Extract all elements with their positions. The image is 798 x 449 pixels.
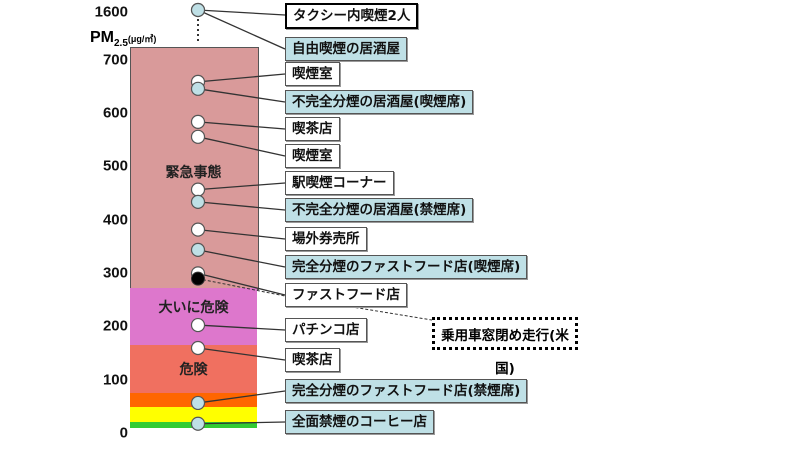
leader-line	[197, 249, 286, 268]
point-label: タクシー内喫煙2人	[285, 3, 419, 29]
leader-line	[197, 9, 286, 16]
point-label: 不完全分煙の居酒屋(禁煙席)	[285, 198, 474, 222]
leader-line	[197, 201, 286, 211]
zone-band	[130, 288, 257, 346]
data-point	[190, 81, 206, 96]
zone-label: 危険	[179, 362, 208, 379]
data-point	[190, 222, 206, 237]
zone-label: 緊急事態	[165, 165, 222, 181]
point-label: ファストフード店	[285, 283, 407, 307]
label-car-windows-closed: 乗用車窓閉め走行(米国)	[432, 317, 578, 377]
y-axis-label: PM2.5(μg/㎥)	[90, 29, 157, 50]
data-point	[190, 114, 206, 129]
point-label: パチンコ店	[285, 318, 367, 342]
leader-line	[197, 182, 286, 191]
data-point	[190, 416, 206, 431]
leader-line	[197, 347, 286, 361]
point-label: 自由喫煙の居酒屋	[285, 37, 407, 61]
data-point	[190, 129, 206, 144]
data-point	[190, 395, 206, 411]
point-label: 全面禁煙のコーヒー店	[285, 410, 434, 434]
tick-500: 500	[102, 157, 128, 175]
leader-line	[197, 228, 286, 240]
point-label: 喫煙室	[285, 144, 340, 168]
zone-label: 大いに危険	[158, 299, 229, 316]
data-point-car	[191, 271, 205, 286]
point-label: 喫煙室	[285, 62, 340, 86]
leader-line	[197, 121, 286, 130]
tick-700: 700	[102, 51, 128, 69]
data-point	[190, 340, 206, 356]
leader-line	[197, 272, 286, 296]
leader-line	[197, 9, 286, 50]
leader-line	[197, 88, 286, 103]
tick-0: 0	[119, 424, 128, 442]
leader-line	[197, 136, 286, 157]
tick-600: 600	[102, 104, 128, 122]
point-label: 喫茶店	[285, 117, 340, 141]
point-label: 喫茶店	[285, 348, 340, 372]
tick-1600: 1600	[94, 3, 128, 21]
data-point	[190, 182, 206, 197]
tick-300: 300	[102, 264, 128, 282]
leader-line	[197, 73, 286, 83]
leader-line	[197, 421, 286, 425]
point-label: 完全分煙のファストフード店(禁煙席)	[285, 379, 528, 403]
data-point	[190, 2, 206, 18]
tick-200: 200	[102, 317, 128, 335]
point-label: 場外券売所	[285, 227, 367, 251]
data-point	[190, 242, 206, 257]
tick-100: 100	[102, 371, 128, 389]
point-label: 完全分煙のファストフード店(喫煙席)	[285, 255, 528, 279]
leader-line	[197, 324, 286, 331]
data-point	[190, 194, 206, 209]
data-point	[190, 317, 206, 333]
leader-line	[197, 390, 286, 404]
point-label: 不完全分煙の居酒屋(喫煙席)	[285, 90, 474, 114]
zone-band	[130, 406, 257, 422]
point-label: 駅喫煙コーナー	[285, 171, 394, 195]
tick-400: 400	[102, 211, 128, 229]
